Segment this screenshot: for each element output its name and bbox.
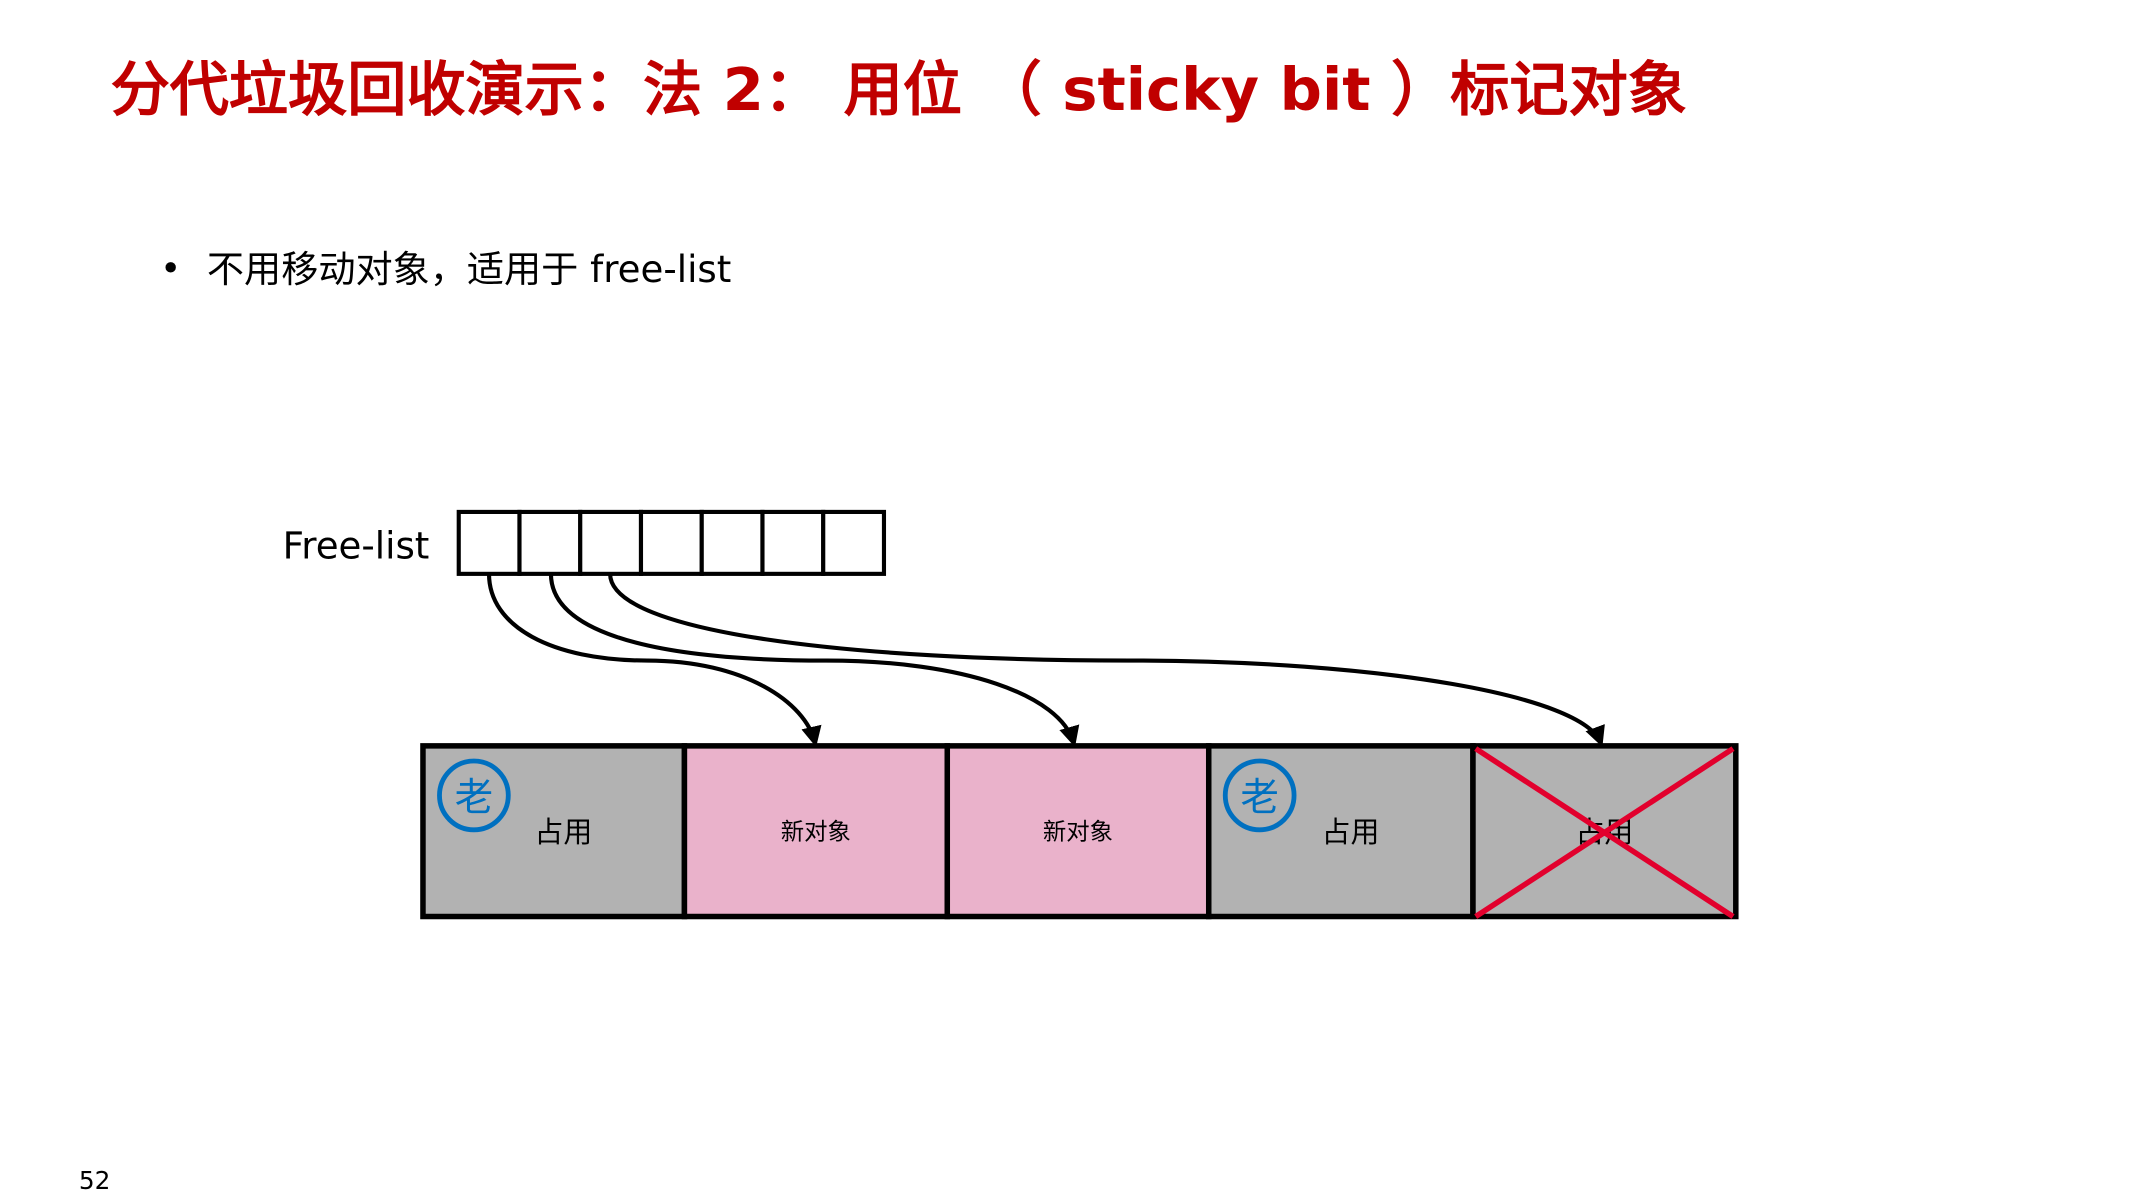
- block-label: 占用: [1322, 815, 1380, 849]
- freelist-cell: [699, 509, 765, 576]
- freelist-cell: [578, 509, 644, 576]
- old-badge-text: 老: [455, 776, 494, 821]
- block-label: 新对象: [781, 817, 851, 845]
- freelist-cell: [517, 509, 583, 576]
- page-number: 52: [79, 1166, 111, 1195]
- freelist-cell: [760, 509, 826, 576]
- pointer-arrow-2: [548, 573, 1080, 748]
- pointer-arrows: [486, 573, 1605, 748]
- cross-mark-line: [1474, 746, 1735, 919]
- old-badge-circle: [1222, 758, 1297, 833]
- block-rect: [681, 743, 951, 920]
- pointer-arrow-3: [608, 573, 1605, 747]
- freelist-cell: [821, 509, 887, 576]
- slide-title: 分代垃圾回收演示：法 2： 用位 （ sticky bit ）标记对象: [111, 55, 1687, 124]
- heap-blocks: 占用老新对象新对象占用老占用: [420, 743, 1739, 920]
- old-badge-circle: [437, 758, 511, 833]
- freelist-label: Free-list: [283, 525, 430, 568]
- pointer-arrow-1: [486, 573, 822, 748]
- heap-block-1: 占用 老: [420, 743, 688, 920]
- heap-block-3: 新对象: [944, 743, 1212, 920]
- heap-block-4: 占用 老: [1205, 743, 1476, 920]
- heap-block-2: 新对象: [681, 743, 951, 920]
- bullet-dot: •: [160, 249, 181, 290]
- freelist-cell: [456, 509, 522, 576]
- block-label: 占用: [534, 815, 592, 849]
- old-badge-text: 老: [1240, 776, 1279, 821]
- block-label: 新对象: [1043, 817, 1113, 845]
- freelist: [456, 509, 887, 576]
- heap-block-5: 占用: [1470, 743, 1739, 920]
- bullet-text: 不用移动对象，适用于 free-list: [207, 248, 731, 291]
- freelist-cell: [638, 509, 704, 576]
